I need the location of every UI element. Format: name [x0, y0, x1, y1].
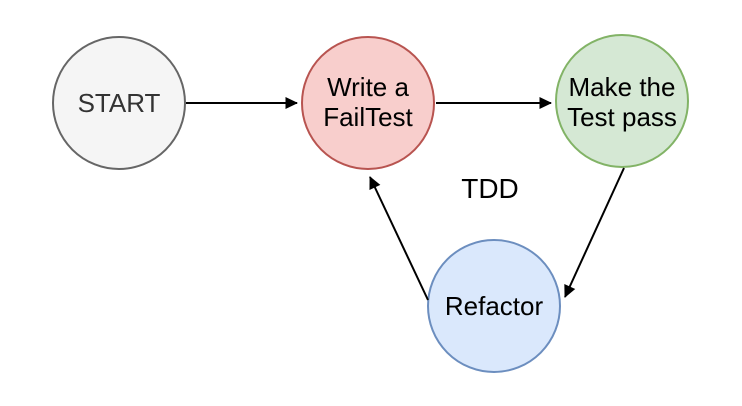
node-start-circle	[52, 36, 186, 170]
arrow-refactor-to-write-fail-test	[369, 176, 429, 301]
arrow-make-test-pass-to-refactor	[564, 167, 625, 298]
node-start-label: START	[78, 88, 161, 118]
node-refactor-circle	[427, 239, 561, 373]
node-make-test-pass-label-line2: Test pass	[567, 102, 677, 132]
node-make-test-pass-label-line1: Make the	[569, 72, 676, 102]
node-refactor-label: Refactor	[445, 291, 544, 321]
node-make-test-pass-circle	[555, 34, 689, 168]
diagram-center-label: TDD	[461, 173, 519, 204]
node-write-fail-test-label-line1: Write a	[327, 72, 409, 102]
node-write-fail-test-circle	[301, 36, 435, 170]
node-write-fail-test-label-line2: FailTest	[323, 102, 413, 132]
